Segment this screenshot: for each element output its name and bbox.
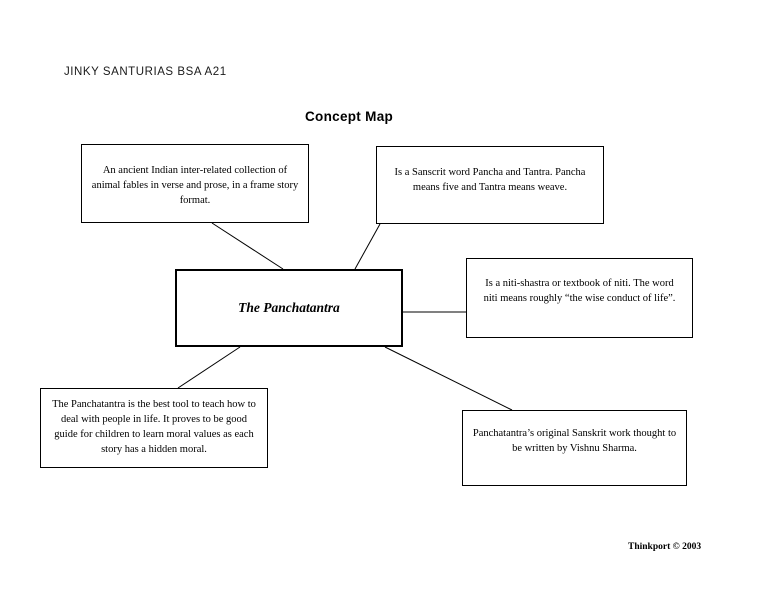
concept-node-ancient-indian-collection[interactable]: An ancient Indian inter-related collecti… <box>81 144 309 223</box>
page-title: Concept Map <box>305 109 394 124</box>
connector-sanscrit-to-center <box>354 223 381 270</box>
concept-node-center-the-panchatantra[interactable]: The Panchatantra <box>175 269 403 347</box>
footer-credit: Thinkport © 2003 <box>628 542 702 552</box>
concept-node-text: The Panchatantra is the best tool to tea… <box>52 399 256 455</box>
connector-center-to-teach <box>177 346 241 389</box>
connector-center-to-vishnu <box>384 346 513 411</box>
concept-node-text: An ancient Indian inter-related collecti… <box>91 165 299 206</box>
concept-node-niti-shastra[interactable]: Is a niti-shastra or textbook of niti. T… <box>466 258 693 338</box>
connector-ancient-to-center <box>211 222 284 270</box>
concept-node-text: Panchatantra’s original Sanskrit work th… <box>472 428 677 454</box>
author-line: JINKY SANTURIAS BSA A21 <box>64 66 227 78</box>
concept-node-text: Is a Sanscrit word Pancha and Tantra. Pa… <box>394 167 586 193</box>
concept-node-center-label: The Panchatantra <box>238 300 340 315</box>
concept-node-text: Is a niti-shastra or textbook of niti. T… <box>483 278 676 304</box>
concept-node-best-tool-to-teach[interactable]: The Panchatantra is the best tool to tea… <box>40 388 268 468</box>
concept-node-vishnu-sharma[interactable]: Panchatantra’s original Sanskrit work th… <box>462 410 687 486</box>
concept-node-sanscrit-word[interactable]: Is a Sanscrit word Pancha and Tantra. Pa… <box>376 146 604 224</box>
